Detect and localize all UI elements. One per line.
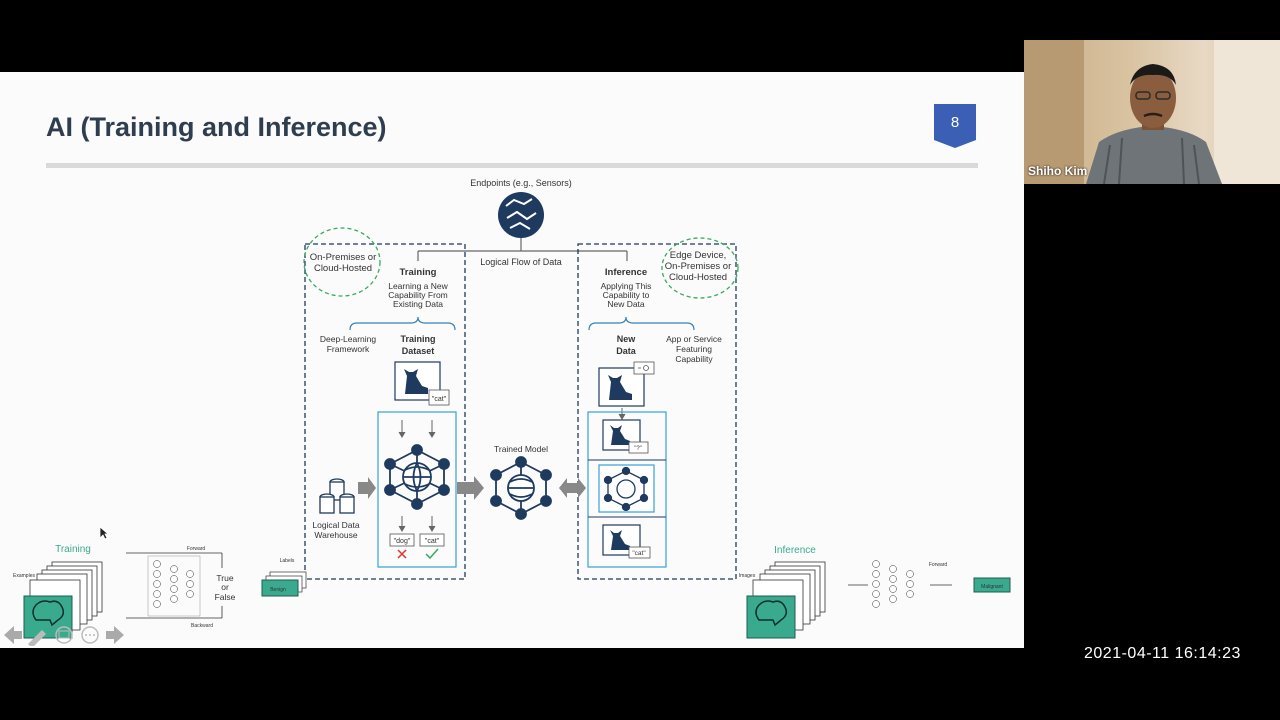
inference-desc-3: New Data <box>607 299 645 309</box>
presentation-slide: AI (Training and Inference) 8 Endpoints … <box>0 72 1024 648</box>
correct-check-icon <box>425 548 439 560</box>
flow-label: Logical Flow of Data <box>480 257 562 267</box>
training-container <box>304 243 466 580</box>
benign-label: Benign <box>270 587 286 593</box>
or-label: or <box>221 582 229 592</box>
app-label-2: Featuring <box>676 344 712 354</box>
bottom-inference-title: Inference <box>774 545 816 556</box>
training-desc-3: Existing Data <box>393 299 443 309</box>
training-brace <box>349 316 456 331</box>
result-cat-tag: "cat" <box>632 550 646 557</box>
cat-image-icon <box>394 361 450 406</box>
query-cat-icon <box>602 419 649 454</box>
endpoints-label: Endpoints (e.g., Sensors) <box>470 178 572 188</box>
title-divider <box>46 163 978 168</box>
training-title: Training <box>400 267 437 278</box>
participant-video-frame <box>1024 40 1280 184</box>
training-neural-network-icon <box>384 444 450 510</box>
training-cat-tag: "cat" <box>432 396 447 403</box>
wrong-x-icon <box>397 549 407 559</box>
pen-icon[interactable] <box>28 630 46 646</box>
training-model-box <box>377 411 457 568</box>
true-label: True <box>216 573 233 583</box>
warehouse-label-1: Logical Data <box>312 520 360 530</box>
new-data-label-2: Data <box>616 346 637 356</box>
mouse-cursor-icon <box>99 526 109 540</box>
trained-model-network-icon <box>490 456 552 520</box>
inference-down-arrow <box>618 408 626 420</box>
inference-network-icon <box>598 464 655 513</box>
dog-tag: "dog" <box>394 538 411 545</box>
participant-video-tile[interactable]: Shiho Kim <box>1024 40 1280 184</box>
unknown-tag: "?" <box>634 446 642 452</box>
prev-slide-icon[interactable] <box>4 626 22 644</box>
brain-icon <box>32 600 65 627</box>
slide-nav-bar <box>4 626 124 646</box>
forward-label: Forward <box>187 546 206 552</box>
malignant-label-box <box>973 577 1011 593</box>
training-dataset-label-2: Dataset <box>402 346 435 356</box>
inference-brace <box>588 316 695 331</box>
onprem-label-2: Cloud-Hosted <box>314 263 372 274</box>
arrow-to-model-icon <box>457 476 484 500</box>
training-desc-1: Learning a New <box>388 281 448 291</box>
edge-label-1: Edge Device, <box>670 250 727 261</box>
false-label: False <box>215 592 236 602</box>
participant-name: Shiho Kim <box>1028 164 1088 178</box>
bottom-inference-network-icon <box>872 560 914 608</box>
examples-label: Examples <box>13 573 35 579</box>
inference-brain-image-icon <box>746 595 796 639</box>
malignant-label: Malignant <box>981 584 1003 590</box>
edge-label-3: Cloud-Hosted <box>669 272 727 283</box>
new-data-cat-icon <box>598 361 655 407</box>
inference-desc-2: Capability to <box>603 290 650 300</box>
inference-desc-1: Applying This <box>601 281 652 291</box>
inference-forward-label: Forward <box>929 562 948 568</box>
inference-container <box>577 243 737 580</box>
labels-label: Labels <box>280 558 295 564</box>
result-cat-icon <box>602 524 651 559</box>
ai-diagram: Endpoints (e.g., Sensors) Logical Flow o… <box>13 178 1011 639</box>
edge-bubble <box>661 237 739 299</box>
training-dataset-label-1: Training <box>400 334 435 344</box>
app-label-1: App or Service <box>666 334 722 344</box>
warehouse-label-2: Warehouse <box>314 530 357 540</box>
next-slide-icon[interactable] <box>106 626 124 644</box>
new-data-label-1: New <box>617 334 637 344</box>
shield-icon <box>934 104 976 148</box>
training-down-arrows <box>398 420 436 532</box>
recording-timestamp: 2021-04-11 16:14:23 <box>1084 645 1241 662</box>
slides-overview-icon[interactable] <box>55 626 73 644</box>
framework-label-1: Deep-Learning <box>320 334 377 344</box>
benign-label-box <box>261 579 299 597</box>
onprem-bubble <box>303 227 381 297</box>
framework-label-2: Framework <box>327 344 370 354</box>
backward-label: Backward <box>191 623 213 629</box>
more-options-icon[interactable] <box>81 626 99 644</box>
bottom-training-title: Training <box>55 544 91 555</box>
images-label: Images <box>739 573 756 579</box>
edge-label-2: On-Premises or <box>665 261 732 272</box>
dog-tag-box <box>389 533 415 547</box>
bidirectional-arrow-icon <box>559 478 586 498</box>
database-icon <box>319 478 355 514</box>
app-label-3: Capability <box>675 354 713 364</box>
sensor-network-icon <box>498 192 544 238</box>
bottom-training-network-icon <box>147 555 201 617</box>
slide-title: AI (Training and Inference) <box>46 112 387 142</box>
cat-result-tag: "cat" <box>425 538 440 545</box>
inference-model-box <box>587 411 667 568</box>
inference-title: Inference <box>605 267 647 278</box>
flow-lines <box>417 238 628 261</box>
page-number: 8 <box>950 114 960 131</box>
training-desc-2: Capability From <box>388 290 448 300</box>
cat-tag-box <box>419 533 445 547</box>
page-number-badge: 8 <box>934 104 976 148</box>
inference-brain-icon <box>755 600 788 627</box>
onprem-label-1: On-Premises or <box>310 252 377 263</box>
arrow-right-icon <box>358 477 376 499</box>
trained-model-label: Trained Model <box>494 444 548 454</box>
